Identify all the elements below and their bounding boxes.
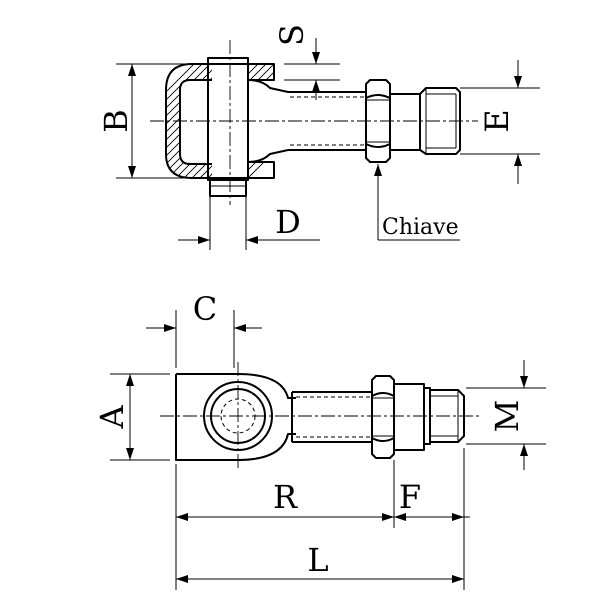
fork-arm-upper [248,63,275,81]
label-f: F [399,478,421,516]
label-c: C [193,290,217,328]
dim-s: S [273,24,340,100]
top-threaded-end [390,87,461,155]
top-shank [288,91,366,151]
bottom-shank [291,391,372,443]
label-chiave: Chiave [382,215,459,240]
top-view: S B E D [97,24,540,250]
dim-m: M [466,360,546,470]
label-l: L [307,541,328,579]
label-a: A [93,405,131,430]
dim-f: F [394,478,470,521]
label-m: M [488,400,526,433]
dim-d: D [178,196,320,250]
pin-head [209,179,247,197]
top-hex-nut [365,79,391,163]
bottom-view: C A M R [93,290,546,590]
dim-e: E [460,60,540,184]
dim-r: R [176,478,394,521]
dim-a: A [93,373,170,461]
chiave-leader: Chiave [374,164,460,241]
eye-bore-inner [210,388,266,444]
eye-bore-hidden [220,398,256,434]
dim-b: B [97,63,200,179]
label-e: E [478,109,516,132]
bottom-threaded-end [394,383,465,451]
eye-body [175,373,296,461]
label-s: S [273,24,311,46]
fork-arm-lower [248,161,275,179]
label-d: D [275,203,301,241]
pin [207,57,249,181]
bottom-hex-nut [371,375,395,459]
dim-l: L [176,541,464,583]
eye-bore-outer [203,381,273,451]
label-r: R [273,478,298,516]
label-b: B [97,109,135,133]
dim-c: C [146,290,262,368]
fork-outline [165,63,212,179]
